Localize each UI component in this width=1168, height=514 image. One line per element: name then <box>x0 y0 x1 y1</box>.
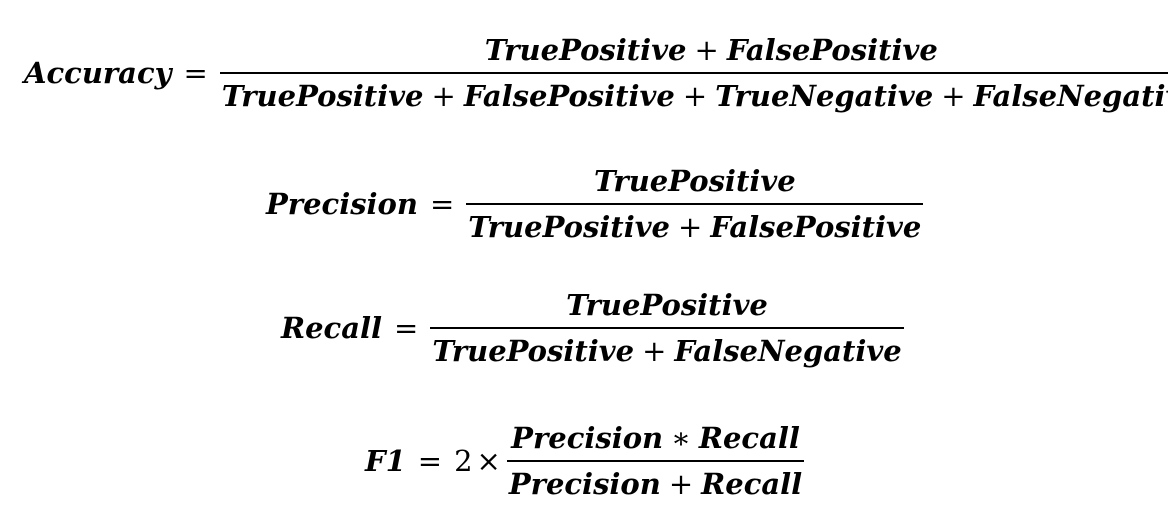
term: Recall <box>701 467 803 501</box>
accuracy-fraction: TruePositive+FalsePositive TruePositive+… <box>219 36 1168 111</box>
accuracy-denominator: TruePositive+FalsePositive+TrueNegative+… <box>220 74 1168 111</box>
f1-formula: F1 = 2 × Precision∗Recall Precision+Reca… <box>365 424 805 499</box>
term: TruePositive <box>432 334 635 368</box>
f1-equals-sign: = <box>417 444 443 478</box>
term: TruePositive <box>566 288 768 322</box>
f1-coefficient: 2 <box>454 444 473 478</box>
operator: + <box>678 210 703 244</box>
operator: + <box>694 33 719 67</box>
term: FalsePositive <box>463 79 675 113</box>
term: FalseNegative <box>674 334 902 368</box>
fraction-bar <box>430 327 904 329</box>
operator: + <box>668 467 694 501</box>
fraction-bar <box>219 72 1168 74</box>
fraction-bar <box>466 203 924 205</box>
f1-numerator: Precision∗Recall <box>509 424 802 460</box>
operator: + <box>642 334 667 368</box>
term: Precision <box>508 467 661 501</box>
term: Recall <box>698 421 800 455</box>
accuracy-lhs: Accuracy <box>24 56 172 90</box>
recall-denominator: TruePositive+FalseNegative <box>430 329 903 366</box>
f1-fraction: Precision∗Recall Precision+Recall <box>506 424 805 499</box>
precision-lhs: Precision <box>266 187 418 221</box>
term: Precision <box>511 421 664 455</box>
term: TruePositive <box>468 210 671 244</box>
precision-formula: Precision = TruePositive TruePositive+Fa… <box>266 167 924 242</box>
operator: + <box>941 79 966 113</box>
operator: ∗ <box>671 421 691 455</box>
term: TruePositive <box>593 164 796 198</box>
term: FalsePositive <box>726 33 938 67</box>
term: FalseNegative <box>973 79 1168 113</box>
accuracy-equals-sign: = <box>183 56 208 90</box>
term: TrueNegative <box>715 79 934 113</box>
times-sign: × <box>476 444 501 478</box>
accuracy-numerator: TruePositive+FalsePositive <box>483 36 940 72</box>
f1-denominator: Precision+Recall <box>507 462 804 499</box>
precision-denominator: TruePositive+FalsePositive <box>466 205 923 242</box>
recall-fraction: TruePositive TruePositive+FalseNegative <box>430 291 904 366</box>
fraction-bar <box>506 460 805 462</box>
precision-equals-sign: = <box>429 187 455 221</box>
precision-numerator: TruePositive <box>592 167 798 203</box>
term: TruePositive <box>484 33 687 67</box>
recall-lhs: Recall <box>281 311 383 345</box>
recall-numerator: TruePositive <box>564 291 770 327</box>
operator: + <box>682 79 708 113</box>
term: FalsePositive <box>710 210 922 244</box>
recall-equals-sign: = <box>394 311 419 345</box>
accuracy-formula: Accuracy = TruePositive+FalsePositive Tr… <box>24 36 1168 111</box>
term: TruePositive <box>221 79 424 113</box>
f1-lhs: F1 <box>365 444 406 478</box>
operator: + <box>431 79 456 113</box>
precision-fraction: TruePositive TruePositive+FalsePositive <box>466 167 924 242</box>
recall-formula: Recall = TruePositive TruePositive+False… <box>281 291 904 366</box>
